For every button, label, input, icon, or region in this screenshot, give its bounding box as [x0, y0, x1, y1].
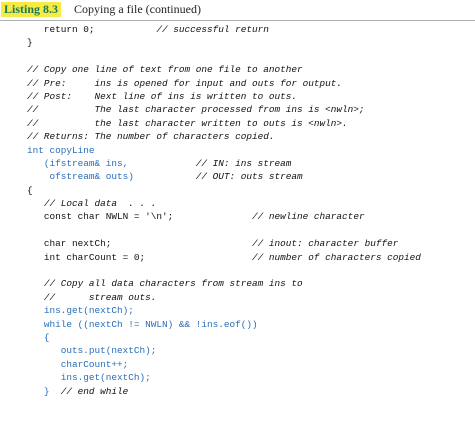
code-line: ofstream& outs) // OUT: outs stream: [27, 170, 421, 183]
code-text: const char NWLN = '\n';: [27, 211, 253, 223]
code-line: {: [27, 184, 421, 197]
code-line: charCount++;: [27, 358, 421, 371]
code-line: int charCount = 0; // number of characte…: [27, 251, 421, 264]
code-line: // Returns: The number of characters cop…: [27, 130, 421, 143]
code-comment: // number of characters copied: [252, 251, 421, 263]
code-comment: // Local data . . .: [27, 198, 157, 210]
code-text: return 0;: [27, 24, 157, 35]
code-line: const char NWLN = '\n'; // newline chara…: [27, 210, 421, 223]
code-line: // the last character written to outs is…: [27, 117, 421, 130]
code-text: charCount++;: [27, 358, 129, 370]
code-line: int copyLine: [27, 144, 421, 157]
code-comment: // inout: character buffer: [252, 238, 399, 250]
code-line: // The last character processed from ins…: [27, 103, 421, 116]
code-comment: // successful return: [156, 24, 269, 35]
code-listing: return 0; // successful return} // Copy o…: [27, 23, 421, 398]
code-comment: // IN: ins stream: [195, 157, 292, 169]
code-text: }: [27, 37, 33, 49]
code-line: // Pre: ins is opened for input and outs…: [27, 77, 421, 90]
code-comment: // the last character written to outs is…: [27, 117, 348, 129]
code-line: // Post: Next line of ins is written to …: [27, 90, 421, 103]
code-line: while ((nextCh != NWLN) && !ins.eof()): [27, 318, 421, 331]
code-comment: // Pre: ins is opened for input and outs…: [27, 77, 343, 89]
code-comment: // Returns: The number of characters cop…: [27, 131, 275, 143]
code-line: [27, 224, 421, 237]
code-comment: // OUT: outs stream: [195, 171, 303, 183]
listing-number: Listing 8.3: [1, 2, 62, 17]
code-line: // stream outs.: [27, 291, 421, 304]
code-comment: // Copy one line of text from one file t…: [27, 64, 303, 76]
code-text: char nextCh;: [27, 238, 253, 250]
code-comment: // stream outs.: [27, 291, 157, 303]
code-line: // Local data . . .: [27, 197, 421, 210]
code-text: int charCount = 0;: [27, 251, 253, 263]
code-text: outs.put(nextCh);: [27, 345, 157, 357]
code-text: {: [27, 184, 33, 196]
code-line: }: [27, 36, 421, 49]
code-line: ins.get(nextCh);: [27, 371, 421, 384]
code-line: outs.put(nextCh);: [27, 344, 421, 357]
code-text: while ((nextCh != NWLN) && !ins.eof()): [27, 318, 258, 330]
code-line: // Copy one line of text from one file t…: [27, 63, 421, 76]
code-text: (ifstream& ins,: [27, 157, 196, 169]
code-text: ins.get(nextCh);: [27, 372, 151, 384]
code-text: int copyLine: [27, 144, 95, 156]
code-text: }: [27, 385, 61, 397]
code-comment: // newline character: [252, 211, 365, 223]
code-comment: // end while: [60, 385, 129, 397]
code-text: ins.get(nextCh);: [27, 305, 134, 317]
code-comment: // Copy all data characters from stream …: [27, 278, 303, 290]
code-line: {: [27, 331, 421, 344]
code-line: [27, 264, 421, 277]
code-text: ofstream& outs): [27, 171, 196, 183]
code-comment: // Post: Next line of ins is written to …: [27, 90, 298, 102]
code-line: [27, 50, 421, 63]
code-text: {: [27, 331, 50, 343]
code-line: return 0; // successful return: [27, 23, 421, 36]
code-line: } // end while: [27, 385, 421, 398]
listing-title: Copying a file (continued): [74, 2, 201, 16]
code-comment: // The last character processed from ins…: [27, 104, 365, 116]
code-line: (ifstream& ins, // IN: ins stream: [27, 157, 421, 170]
code-line: ins.get(nextCh);: [27, 304, 421, 317]
code-line: // Copy all data characters from stream …: [27, 277, 421, 290]
listing-caption: Listing 8.3 Copying a file (continued): [0, 0, 475, 21]
code-line: char nextCh; // inout: character buffer: [27, 237, 421, 250]
